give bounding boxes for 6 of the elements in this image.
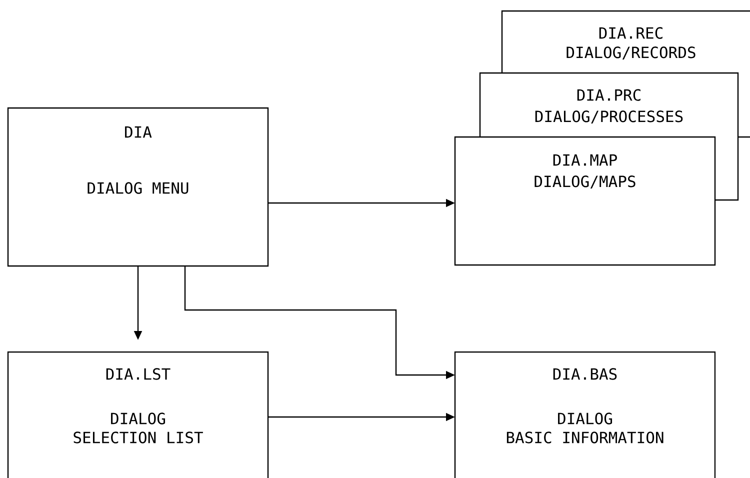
process-box: DIA.LST DIALOG SELECTION LIST [7,351,269,478]
process-box: DIA.BAS DIALOG BASIC INFORMATION [454,351,716,478]
node-label: DIA.PRC [577,89,640,101]
process-box: DIA.MAP DIALOG/MAPS [454,136,716,266]
node-label: DIALOG/PROCESSES [535,110,683,124]
process-box: DIA DIALOG MENU [7,107,269,267]
